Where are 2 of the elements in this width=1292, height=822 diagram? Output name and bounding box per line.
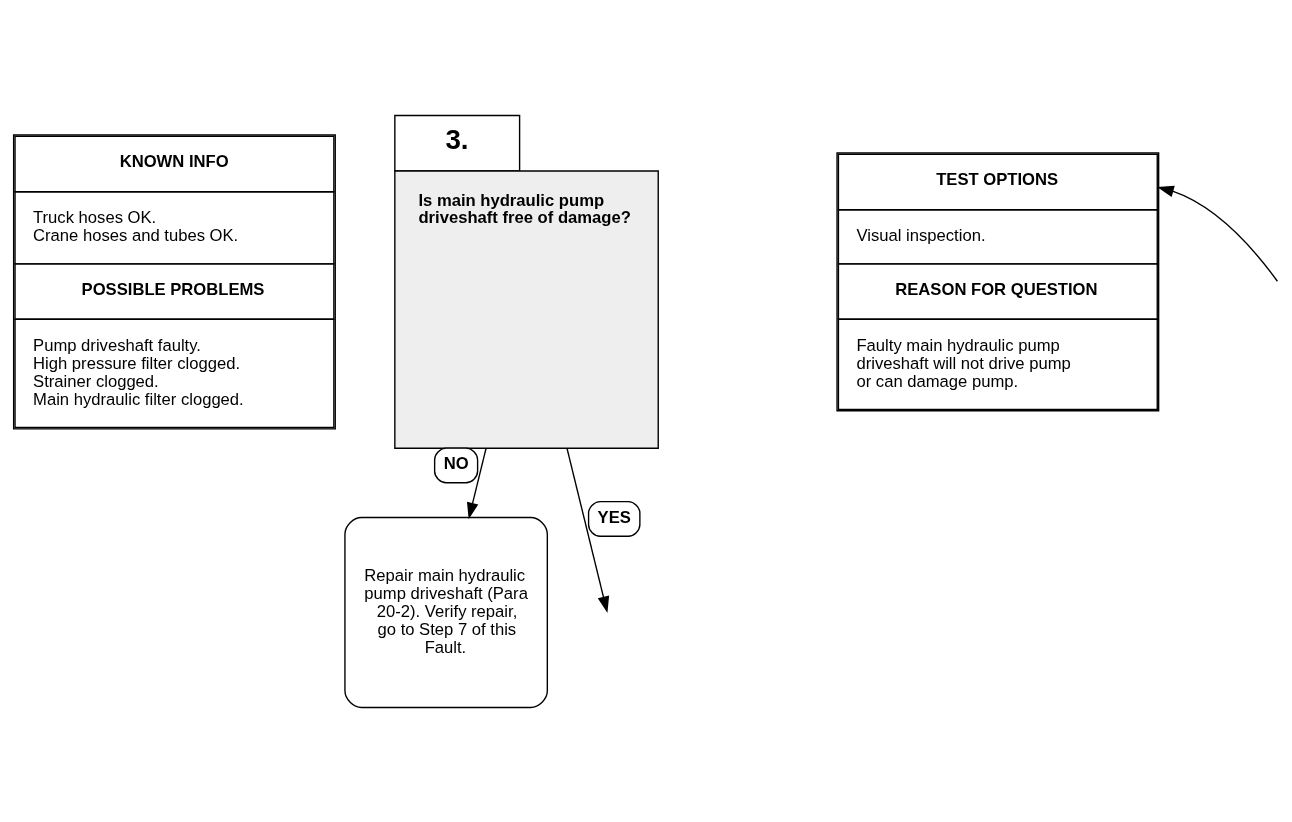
edge-label: YES <box>597 507 631 527</box>
edge-label: NO <box>443 453 469 473</box>
